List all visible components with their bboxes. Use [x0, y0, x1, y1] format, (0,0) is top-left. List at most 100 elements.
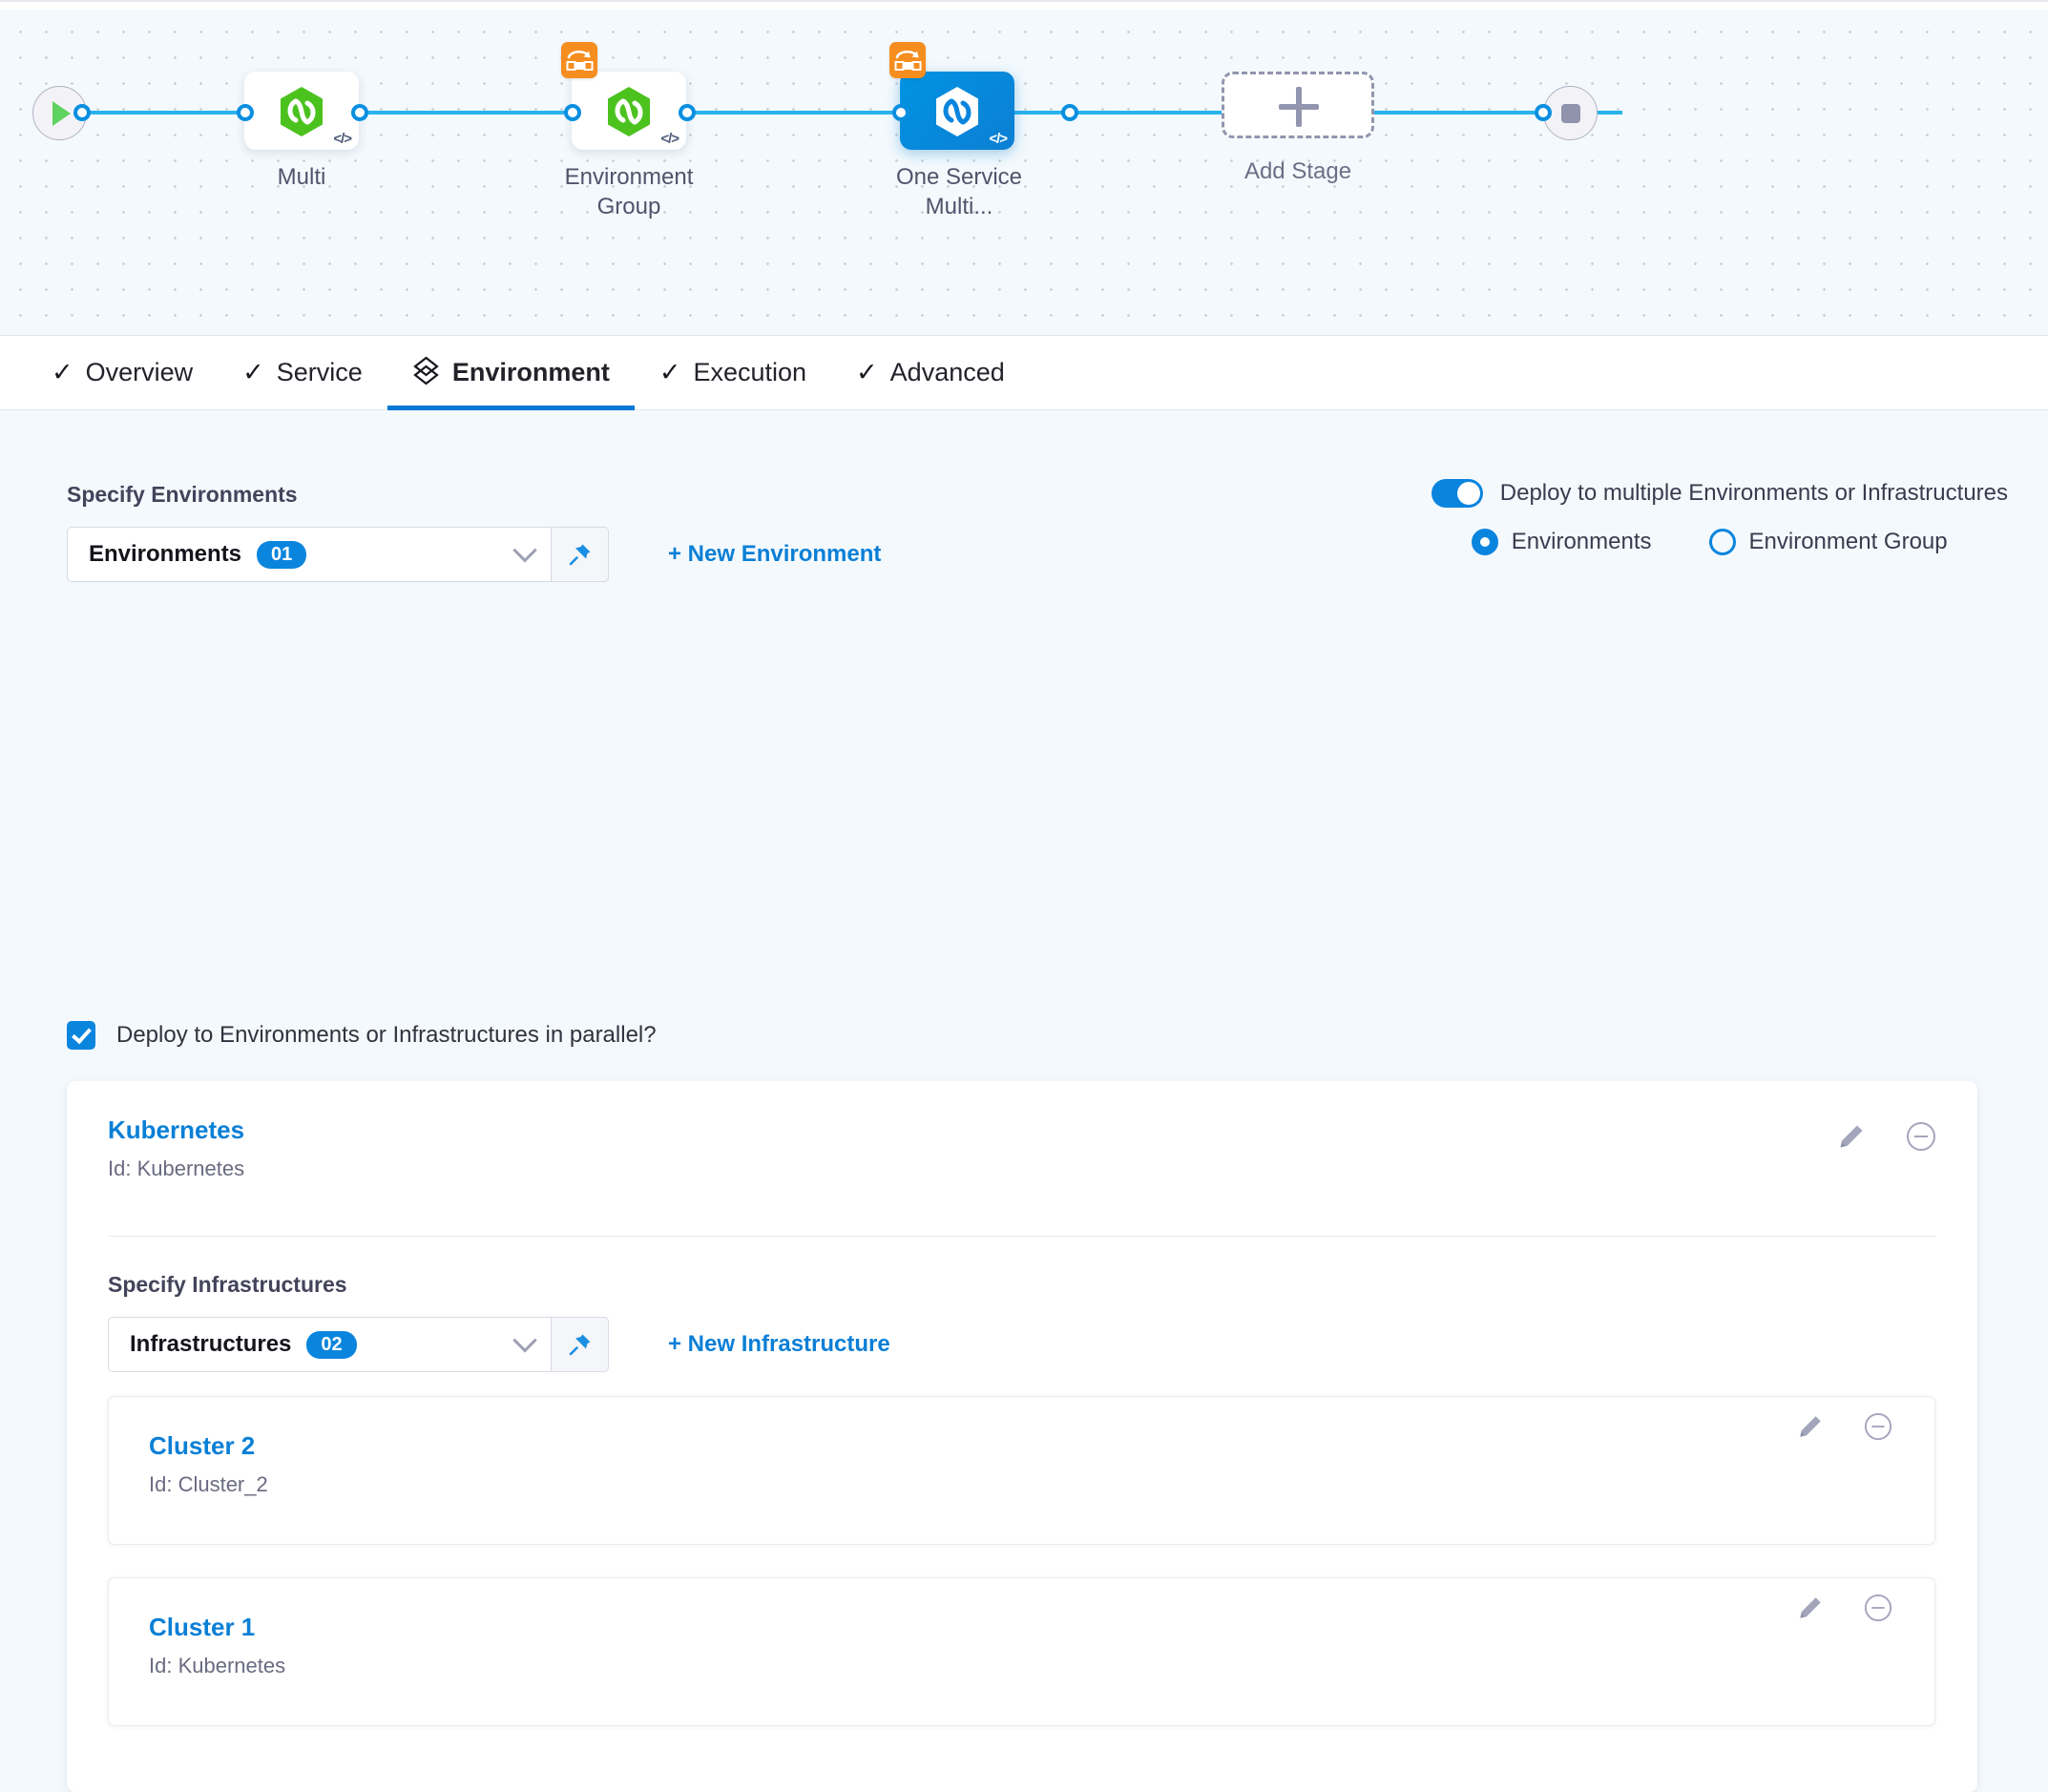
parallel-deploy-label: Deploy to Environments or Infrastructure… — [116, 1022, 657, 1048]
infrastructure-name-link[interactable]: Cluster 1 — [149, 1613, 256, 1641]
deploy-target-radio-group: Environments Environment Group — [1432, 529, 2008, 555]
multi-deploy-toggle-row: Deploy to multiple Environments or Infra… — [1431, 479, 2008, 508]
environments-select[interactable]: Environments 01 — [67, 527, 552, 582]
pin-icon — [569, 1334, 590, 1356]
tab-label: Overview — [85, 358, 194, 386]
stage-label-environment-group: Environment Group — [564, 164, 694, 219]
pin-icon — [569, 544, 590, 566]
stage-node-environment-group[interactable]: </> — [561, 42, 686, 150]
environment-card-actions — [1837, 1121, 1936, 1156]
remove-infrastructure-icon[interactable] — [1864, 1412, 1892, 1446]
tab-overview[interactable]: ✓ Overview — [27, 336, 218, 410]
card-divider — [108, 1236, 1936, 1237]
stage-node-multi[interactable]: </> — [244, 72, 359, 150]
environments-select-value: Environments — [89, 541, 242, 567]
tab-label: Advanced — [889, 358, 1005, 386]
toggle-knob — [1456, 482, 1480, 505]
port-stage2-in[interactable] — [564, 104, 581, 121]
port-stage1-out[interactable] — [351, 104, 368, 121]
edit-infrastructure-icon[interactable] — [1797, 1413, 1824, 1445]
layers-icon — [412, 356, 440, 390]
canvas-top-strip — [0, 2, 2048, 10]
infrastructures-pin-button[interactable] — [552, 1317, 609, 1372]
infrastructures-count-badge: 02 — [306, 1330, 357, 1359]
matrix-strategy-icon — [561, 42, 597, 78]
pipeline-canvas[interactable]: </> Multi </> Environment Group — [0, 0, 2048, 336]
chevron-down-icon — [512, 1328, 537, 1353]
environment-name-link[interactable]: Kubernetes — [108, 1115, 245, 1144]
add-stage-label: Add Stage — [1243, 158, 1352, 184]
flow-line-1 — [82, 111, 254, 115]
specify-infrastructures-group: Specify Infrastructures Infrastructures … — [108, 1272, 890, 1372]
tab-label: Environment — [451, 358, 610, 386]
infrastructure-id-text: Id: Cluster_2 — [149, 1472, 268, 1496]
environment-card-header: Kubernetes Id: Kubernetes — [67, 1081, 1977, 1181]
infrastructures-select-value: Infrastructures — [130, 1331, 292, 1357]
check-icon: ✓ — [242, 358, 264, 386]
harness-hexagon-icon — [936, 87, 978, 136]
infrastructures-select[interactable]: Infrastructures 02 — [108, 1317, 552, 1372]
check-icon: ✓ — [658, 358, 681, 386]
radio-environments[interactable] — [1471, 529, 1498, 555]
environment-card: Kubernetes Id: Kubernetes — [67, 1081, 1977, 1792]
tab-advanced[interactable]: ✓ Advanced — [831, 336, 1030, 410]
environments-pin-button[interactable] — [552, 527, 609, 582]
infrastructure-card: Cluster 1 Id: Kubernetes — [108, 1577, 1935, 1726]
environments-select-row: Environments 01 + New Environment — [67, 527, 881, 582]
port-stage2-out[interactable] — [679, 104, 696, 121]
remove-infrastructure-icon[interactable] — [1864, 1594, 1892, 1627]
environments-count-badge: 01 — [257, 540, 307, 569]
stage-code-icon[interactable]: </> — [660, 131, 679, 147]
flow-line-3 — [573, 111, 907, 115]
new-environment-link[interactable]: + New Environment — [668, 541, 882, 567]
specify-environments-label: Specify Environments — [67, 482, 298, 507]
radio-environment-group-label: Environment Group — [1748, 529, 1948, 554]
infrastructures-select-row: Infrastructures 02 + New Infrastructure — [108, 1317, 890, 1372]
multi-deploy-group: Deploy to multiple Environments or Infra… — [1431, 479, 2008, 555]
new-infrastructure-link[interactable]: + New Infrastructure — [668, 1331, 890, 1357]
port-stage3-out[interactable] — [1061, 104, 1078, 121]
pipeline-end-node[interactable] — [1543, 86, 1598, 140]
edit-environment-icon[interactable] — [1837, 1122, 1866, 1156]
tab-execution[interactable]: ✓ Execution — [635, 336, 831, 410]
infrastructure-card-actions — [1797, 1412, 1892, 1446]
add-stage-button[interactable] — [1222, 72, 1374, 138]
stage-config-tabs: ✓ Overview ✓ Service Environment ✓ Execu… — [0, 336, 2048, 410]
infrastructure-name-link[interactable]: Cluster 2 — [149, 1431, 256, 1460]
radio-environment-group[interactable] — [1708, 529, 1736, 555]
chevron-down-icon — [512, 538, 537, 563]
harness-hexagon-icon — [608, 87, 650, 136]
flow-line-2 — [246, 111, 578, 115]
port-stage1-in[interactable] — [237, 104, 254, 121]
radio-environments-label: Environments — [1511, 529, 1652, 554]
multi-deploy-toggle[interactable] — [1431, 479, 1483, 508]
tab-environment[interactable]: Environment — [387, 336, 635, 410]
port-end-in[interactable] — [1535, 104, 1552, 121]
parallel-deploy-checkbox[interactable] — [67, 1021, 95, 1050]
infrastructure-card-actions — [1797, 1594, 1892, 1627]
check-icon: ✓ — [856, 358, 878, 386]
check-icon: ✓ — [52, 358, 73, 386]
edit-infrastructure-icon[interactable] — [1797, 1594, 1824, 1626]
remove-environment-icon[interactable] — [1906, 1121, 1936, 1156]
tab-label: Execution — [693, 358, 807, 386]
stage-code-icon[interactable]: </> — [989, 131, 1008, 147]
tab-label: Service — [276, 358, 363, 386]
port-start-out[interactable] — [73, 104, 91, 121]
port-stage3-in[interactable] — [892, 104, 909, 121]
stage-label-one-service-multi: One Service Multi... — [895, 164, 1023, 219]
environment-id-text: Id: Kubernetes — [108, 1156, 245, 1180]
play-icon — [52, 101, 71, 126]
specify-infrastructures-label: Specify Infrastructures — [108, 1272, 347, 1297]
stop-icon — [1561, 104, 1580, 123]
tab-service[interactable]: ✓ Service — [218, 336, 387, 410]
stage-node-one-service-multi[interactable]: </> — [889, 42, 1014, 150]
stage-code-icon[interactable]: </> — [333, 131, 352, 147]
parallel-deploy-row: Deploy to Environments or Infrastructure… — [67, 1021, 657, 1050]
infrastructure-id-text: Id: Kubernetes — [149, 1654, 286, 1677]
matrix-strategy-icon — [889, 42, 926, 78]
multi-deploy-toggle-label: Deploy to multiple Environments or Infra… — [1499, 480, 2008, 506]
infrastructure-card: Cluster 2 Id: Cluster_2 — [108, 1396, 1935, 1545]
harness-hexagon-icon — [281, 87, 323, 136]
stage-label-multi: Multi — [277, 164, 326, 190]
